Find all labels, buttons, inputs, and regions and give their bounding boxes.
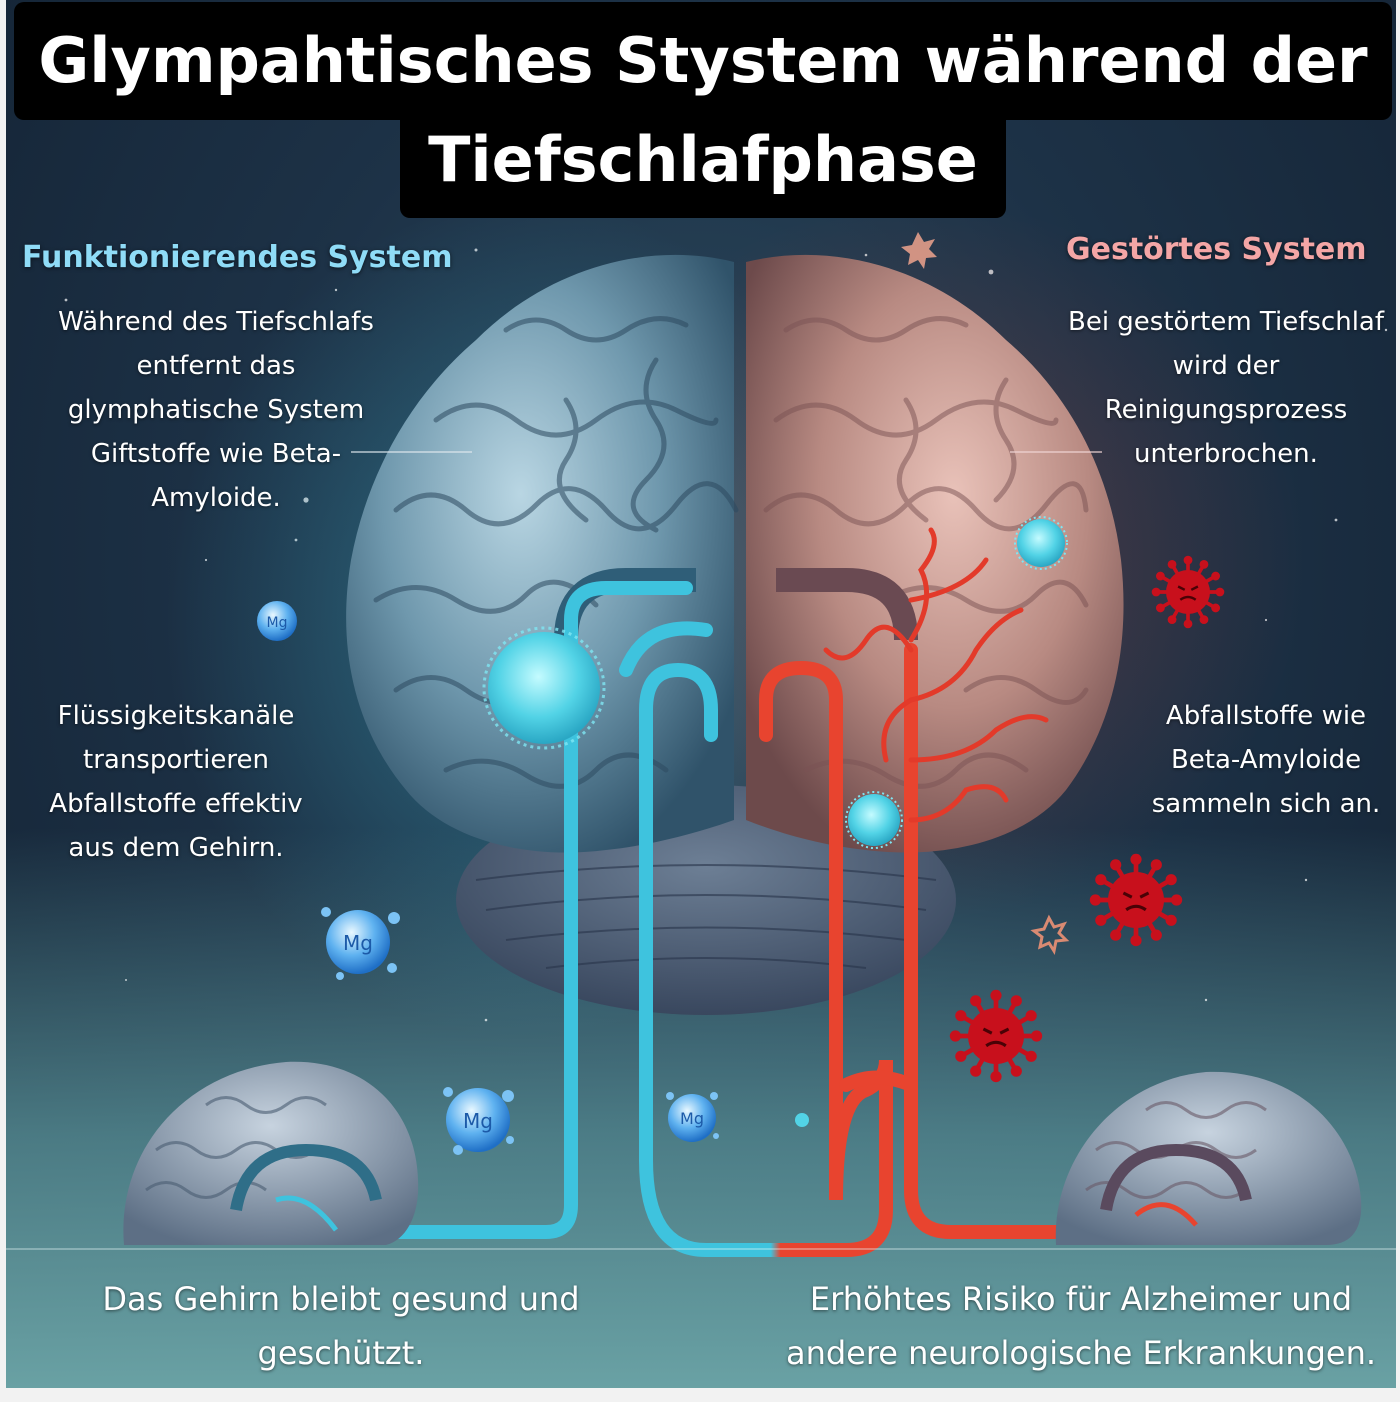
left-gyri — [373, 316, 739, 789]
mg-bubble: Mg — [666, 1092, 719, 1142]
healthy-fluid-channel — [339, 581, 718, 1239]
virus-icon — [949, 989, 1043, 1083]
text-left-bottom: Das Gehirn bleibt gesund und geschützt. — [102, 1280, 580, 1372]
mg-label: Mg — [680, 1109, 704, 1128]
red-vessels — [823, 527, 1049, 823]
page-title-line1: Glympahtisches Stystem während der — [14, 2, 1392, 120]
text-right-middle: Abfallstoffe wie Beta-Amyloide sammeln s… — [1151, 701, 1381, 819]
small-brain-healthy — [123, 1061, 419, 1245]
fluid-droplet — [795, 1113, 809, 1127]
mg-bubble: Mg — [257, 601, 297, 641]
text-left-top: Während des Tiefschlafs entfernt das gly… — [58, 307, 374, 513]
virus-icon — [1089, 853, 1183, 947]
cerebellum-folds — [475, 864, 937, 969]
transition-channel — [639, 1153, 893, 1257]
disturbed-fluid-channel — [759, 643, 1133, 1239]
amyloid-cluster-icon — [482, 626, 606, 750]
text-right-top: Bei gestörtem Tiefschlaf wird der Reinig… — [1067, 307, 1385, 469]
small-brain-disturbed — [1055, 1071, 1362, 1245]
infographic-canvas: Mg Mg Mg Mg Glympahtisches Stystem währe… — [6, 0, 1396, 1388]
virus-icon — [1151, 555, 1225, 629]
page-title-line2: Tiefschlafphase — [400, 110, 1006, 218]
illustration: Mg Mg Mg Mg — [64, 200, 1388, 1257]
amyloid-cluster-icon — [845, 791, 903, 849]
heading-disturbed-system: Gestörtes System — [1066, 232, 1367, 267]
ground-line — [6, 1248, 1396, 1250]
mg-bubble: Mg — [321, 907, 400, 980]
text-right-bottom: Erhöhtes Risiko für Alzheimer und andere… — [785, 1280, 1377, 1372]
star-decoration-icon — [1030, 914, 1070, 955]
inner-arch-right — [776, 568, 918, 641]
star-decoration-icon — [901, 232, 937, 269]
mg-bubble: Mg — [443, 1087, 514, 1155]
heading-functioning-system: Funktionierendes System — [22, 240, 453, 275]
virus-group — [949, 555, 1225, 1083]
text-left-middle: Flüssigkeitskanäle transportieren Abfall… — [49, 701, 303, 863]
mg-label: Mg — [463, 1109, 493, 1133]
mg-label: Mg — [267, 615, 288, 631]
mg-label: Mg — [343, 931, 373, 955]
amyloid-cluster-icon — [1014, 516, 1068, 570]
